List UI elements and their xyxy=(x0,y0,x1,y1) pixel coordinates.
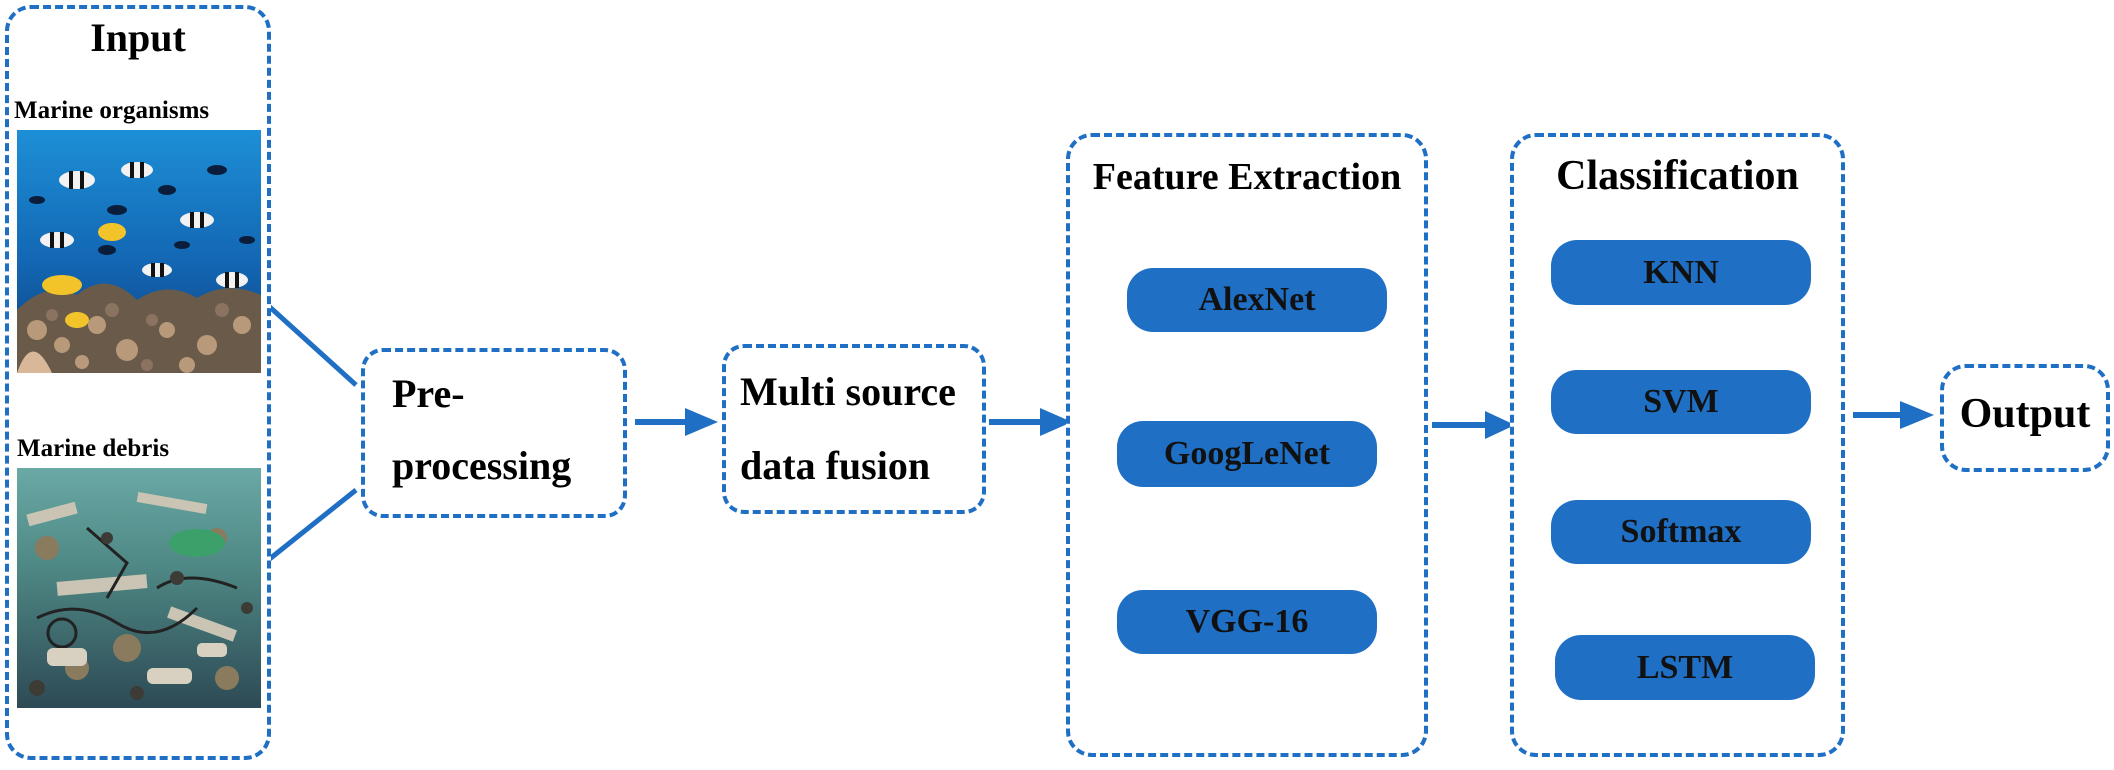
feature-extraction-title: Feature Extraction xyxy=(1092,156,1402,198)
knn-pill: KNN xyxy=(1551,240,1811,305)
fusion-line1: Multi source xyxy=(740,369,956,414)
output-label: Output xyxy=(1959,391,2091,437)
fusion-line2: data fusion xyxy=(740,443,931,488)
preprocessing-box xyxy=(361,348,627,518)
softmax-pill: Softmax xyxy=(1551,500,1811,564)
arrow-fusion-to-features xyxy=(1040,408,1072,436)
output-box xyxy=(1940,364,2110,472)
arrow-preprocessing-to-fusion xyxy=(685,408,718,436)
marine-organisms-image xyxy=(17,130,261,373)
arrow-classification-to-output xyxy=(1900,401,1934,429)
vgg16-pill: VGG-16 xyxy=(1117,590,1377,654)
marine-organisms-label: Marine organisms xyxy=(14,97,210,124)
arrow-features-to-classification xyxy=(1485,411,1515,439)
input-title: Input xyxy=(90,15,186,60)
googlenet-pill: GoogLeNet xyxy=(1117,421,1377,487)
preprocessing-line1: Pre- xyxy=(392,371,465,416)
preprocessing-line2: processing xyxy=(392,443,572,488)
marine-debris-image xyxy=(17,468,261,708)
svm-pill: SVM xyxy=(1551,370,1811,434)
marine-debris-label: Marine debris xyxy=(17,435,170,462)
alexnet-pill: AlexNet xyxy=(1127,268,1387,332)
classification-title: Classification xyxy=(1556,153,1799,199)
organisms-to-preprocessing-line xyxy=(260,298,358,387)
fusion-box xyxy=(722,344,986,514)
lstm-pill: LSTM xyxy=(1555,635,1815,700)
debris-to-preprocessing-line xyxy=(260,488,358,567)
